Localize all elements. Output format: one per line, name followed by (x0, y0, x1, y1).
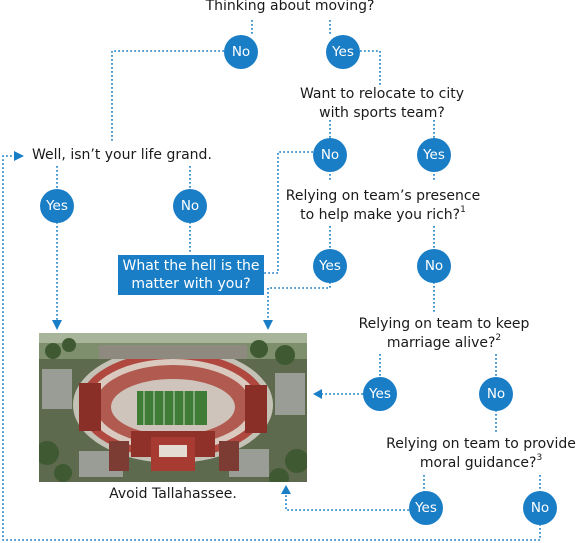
question-text: to help make you rich? (300, 207, 461, 223)
footnote-marker: 1 (460, 205, 466, 216)
image-caption: Avoid Tallahassee. (109, 486, 237, 502)
question-life-grand: Well, isn’t your life grand. (32, 147, 212, 163)
answer-no-circle: No (224, 35, 258, 69)
question-line: with sports team? (319, 105, 445, 121)
outcome-line: What the hell is the (122, 258, 260, 274)
answer-no-circle: No (417, 249, 451, 283)
question-relocate-sports-team: Want to relocate to city with sports tea… (290, 85, 474, 123)
question-line: moral guidance?3 (386, 454, 576, 473)
question-team-moral-guidance: Relying on team to provide moral guidanc… (386, 435, 576, 473)
question-line: to help make you rich?1 (283, 206, 483, 225)
answer-no-circle: No (523, 491, 557, 525)
question-text: moral guidance? (419, 455, 537, 471)
question-line: Relying on team to keep (358, 316, 530, 332)
question-team-make-rich: Relying on team’s presence to help make … (283, 187, 483, 225)
question-line: Relying on team to provide (386, 436, 576, 452)
answer-yes-circle: Yes (363, 377, 397, 411)
answer-yes-circle: Yes (409, 491, 443, 525)
answer-no-circle: No (173, 189, 207, 223)
answer-yes-circle: Yes (313, 249, 347, 283)
question-line: Want to relocate to city (299, 86, 465, 102)
answer-no-circle: No (479, 377, 513, 411)
footnote-marker: 3 (536, 453, 543, 464)
stadium-illustration (39, 333, 307, 482)
question-line: marriage alive?2 (352, 334, 536, 353)
question-text: marriage alive? (386, 335, 496, 351)
outcome-box: What the hell is the matter with you? (118, 255, 264, 295)
answer-yes-circle: Yes (40, 189, 74, 223)
stadium-aerial-photo (39, 333, 307, 482)
question-thinking-about-moving: Thinking about moving? (205, 0, 375, 14)
outcome-line: matter with you? (131, 276, 251, 292)
answer-no-circle: No (313, 138, 347, 172)
answer-yes-circle: Yes (417, 138, 451, 172)
answer-yes-circle: Yes (326, 35, 360, 69)
question-line: Relying on team’s presence (285, 188, 481, 204)
footnote-marker: 2 (495, 333, 502, 344)
question-team-marriage: Relying on team to keep marriage alive?2 (352, 315, 536, 353)
